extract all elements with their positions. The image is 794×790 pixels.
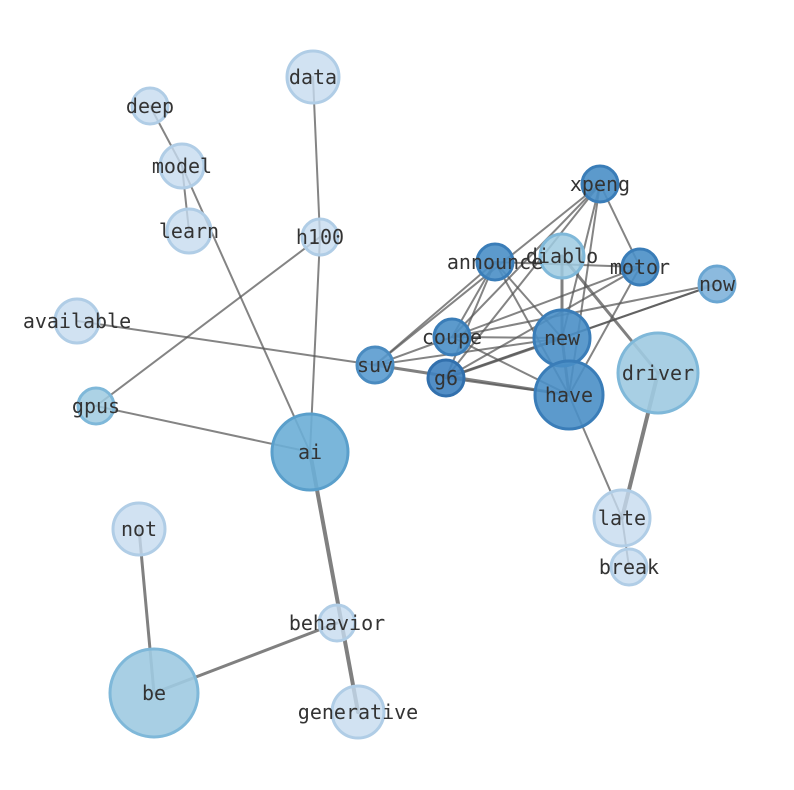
edge-model-ai bbox=[181, 165, 311, 453]
node-learn[interactable] bbox=[165, 207, 213, 255]
edge-coupe-now bbox=[451, 283, 718, 338]
node-label-behavior: behavior bbox=[289, 611, 385, 635]
node-label-model: model bbox=[152, 154, 212, 178]
node-have[interactable] bbox=[533, 359, 605, 431]
node-label-suv: suv bbox=[357, 353, 393, 377]
node-be[interactable] bbox=[108, 647, 200, 739]
node-driver[interactable] bbox=[616, 331, 700, 415]
node-late[interactable] bbox=[592, 488, 652, 548]
node-label-announce: announce bbox=[447, 250, 543, 274]
edge-available-suv bbox=[76, 320, 376, 366]
node-label-break: break bbox=[599, 555, 659, 579]
node-label-new: new bbox=[544, 326, 581, 350]
node-label-gpus: gpus bbox=[72, 394, 120, 418]
labels-layer: data deep model learn h100 available gpus ai not… bbox=[23, 65, 736, 724]
node-label-g6: g6 bbox=[434, 366, 458, 390]
node-label-h100: h100 bbox=[296, 225, 344, 249]
node-ai[interactable] bbox=[270, 412, 350, 492]
node-xpeng[interactable] bbox=[580, 164, 620, 204]
edge-ai-generative bbox=[308, 450, 360, 714]
node-behavior[interactable] bbox=[317, 603, 357, 643]
edge-g6-announce bbox=[445, 261, 496, 379]
edge-coupe-xpeng bbox=[451, 183, 601, 338]
node-deep[interactable] bbox=[130, 86, 170, 126]
node-announce[interactable] bbox=[475, 242, 515, 282]
edge-g6-xpeng bbox=[445, 183, 601, 379]
node-label-not: not bbox=[121, 517, 157, 541]
node-label-deep: deep bbox=[126, 94, 174, 118]
node-suv[interactable] bbox=[355, 345, 395, 385]
node-not[interactable] bbox=[111, 501, 167, 557]
node-label-driver: driver bbox=[622, 361, 694, 385]
node-label-xpeng: xpeng bbox=[570, 172, 630, 196]
node-label-generative: generative bbox=[298, 700, 418, 724]
node-label-coupe: coupe bbox=[422, 325, 482, 349]
node-data[interactable] bbox=[285, 49, 341, 105]
node-label-late: late bbox=[598, 506, 646, 530]
node-motor[interactable] bbox=[620, 247, 660, 287]
node-model[interactable] bbox=[158, 142, 206, 190]
node-label-be: be bbox=[142, 681, 166, 705]
node-h100[interactable] bbox=[300, 217, 340, 257]
node-label-data: data bbox=[289, 65, 337, 89]
node-coupe[interactable] bbox=[432, 317, 472, 357]
node-label-now: now bbox=[699, 272, 736, 296]
node-label-learn: learn bbox=[159, 219, 219, 243]
edge-h100-gpus bbox=[95, 236, 321, 407]
node-label-ai: ai bbox=[298, 440, 322, 464]
node-available[interactable] bbox=[53, 297, 101, 345]
node-gpus[interactable] bbox=[76, 386, 116, 426]
node-label-motor: motor bbox=[610, 255, 670, 279]
nodes-layer bbox=[53, 49, 737, 740]
node-label-available: available bbox=[23, 309, 131, 333]
node-now[interactable] bbox=[697, 264, 737, 304]
node-break[interactable] bbox=[609, 547, 649, 587]
node-generative[interactable] bbox=[330, 684, 386, 740]
node-label-have: have bbox=[545, 383, 593, 407]
node-diablo[interactable] bbox=[538, 232, 586, 280]
edge-suv-new bbox=[374, 337, 563, 366]
edge-coupe-motor bbox=[451, 266, 641, 338]
node-g6[interactable] bbox=[426, 358, 466, 398]
node-label-diablo: diablo bbox=[526, 244, 598, 268]
